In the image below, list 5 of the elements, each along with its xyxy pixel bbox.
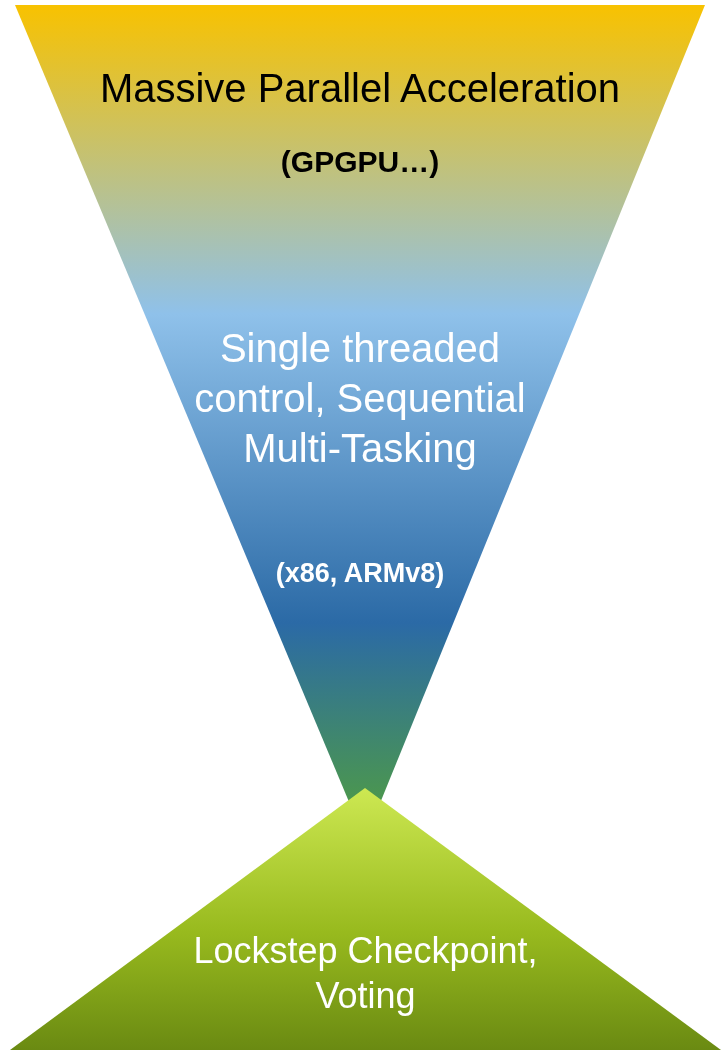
example-text: (x86, ARMv8) <box>275 557 445 590</box>
example-text: (GPGPU…) <box>280 144 440 180</box>
heading-text: Lockstep Checkpoint, Voting <box>192 929 539 1018</box>
heading-text: Massive Parallel Acceleration <box>99 65 621 112</box>
heading-text: Single threaded control, Sequential Multi-Tasking <box>193 325 527 472</box>
